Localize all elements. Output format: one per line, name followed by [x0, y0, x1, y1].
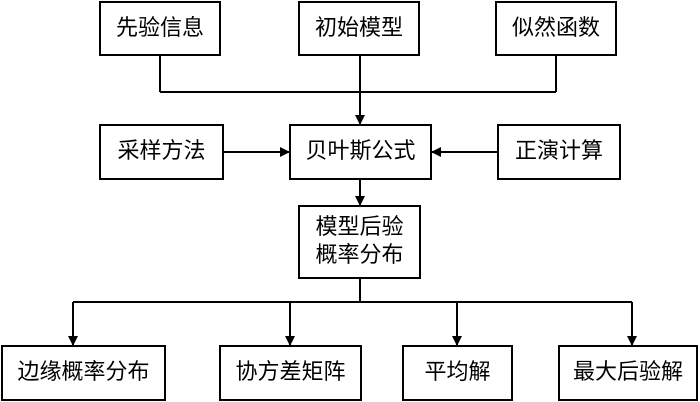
covariance-matrix-label: 协方差矩阵 — [235, 360, 346, 385]
bayes-formula-label: 贝叶斯公式 — [305, 139, 416, 164]
forward-calc-label: 正演计算 — [514, 139, 603, 164]
marginal-distribution-label: 边缘概率分布 — [17, 360, 150, 385]
likelihood-label: 似然函数 — [511, 15, 600, 41]
initial-model-box: 初始模型 — [298, 1, 420, 56]
sampling-method-box: 采样方法 — [99, 124, 224, 180]
sampling-method-label: 采样方法 — [117, 139, 206, 164]
mean-solution-label: 平均解 — [424, 360, 491, 385]
initial-model-label: 初始模型 — [314, 15, 403, 41]
posterior-distribution-box: 模型后验 概率分布 — [298, 205, 421, 279]
posterior-distribution-label: 模型后验 概率分布 — [315, 215, 404, 268]
forward-calc-box: 正演计算 — [497, 124, 621, 180]
covariance-matrix-box: 协方差矩阵 — [219, 345, 362, 401]
map-solution-label: 最大后验解 — [572, 360, 683, 385]
marginal-distribution-box: 边缘概率分布 — [1, 345, 166, 401]
prior-info-box: 先验信息 — [99, 1, 221, 56]
prior-info-label: 先验信息 — [115, 15, 204, 41]
likelihood-box: 似然函数 — [495, 1, 617, 56]
mean-solution-box: 平均解 — [402, 345, 513, 401]
map-solution-box: 最大后验解 — [558, 345, 698, 401]
bayes-formula-box: 贝叶斯公式 — [289, 124, 432, 180]
